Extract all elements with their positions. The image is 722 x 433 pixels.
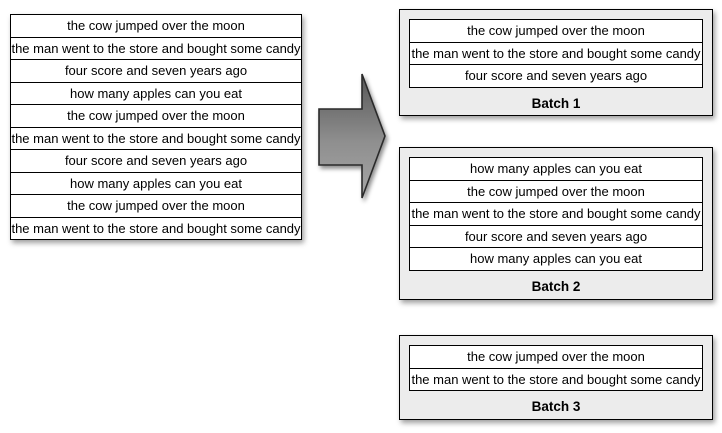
batch-box-2: how many apples can you eat the cow jumpe…: [399, 147, 713, 300]
sentence-row: the man went to the store and bought som…: [11, 216, 301, 240]
sentence-row: the man went to the store and bought som…: [410, 367, 702, 391]
sentence-row: how many apples can you eat: [11, 171, 301, 195]
batch-box-1: the cow jumped over the moon the man went…: [399, 9, 713, 116]
batch-2-label: Batch 2: [531, 278, 581, 294]
batch-3-label: Batch 3: [531, 399, 581, 414]
sentence-row: four score and seven years ago: [11, 59, 301, 82]
sentence-row: the cow jumped over the moon: [67, 18, 245, 33]
sentence-row: how many apples can you eat: [410, 247, 702, 270]
sentence-row: the cow jumped over the moon: [467, 23, 645, 38]
sentence-row: four score and seven years ago: [11, 149, 301, 172]
sentence-row: the man went to the store and bought som…: [410, 41, 702, 65]
sentence-row: four score and seven years ago: [410, 224, 702, 248]
sentence-row: the man went to the store and bought som…: [11, 126, 301, 150]
sentence-row: how many apples can you eat: [11, 81, 301, 105]
sentence-row: the cow jumped over the moon: [11, 194, 301, 217]
sentence-row: four score and seven years ago: [410, 64, 702, 87]
batch-2-sentence-table: how many apples can you eat the cow jumpe…: [409, 157, 703, 271]
sentence-row: the cow jumped over the moon: [467, 349, 645, 364]
batch-1-sentence-table: the cow jumped over the moon the man went…: [409, 19, 703, 88]
batch-3-sentence-table: the cow jumped over the moon the man went…: [409, 345, 703, 391]
sentence-row: how many apples can you eat: [470, 161, 642, 176]
sentence-row: the man went to the store and bought som…: [410, 202, 702, 225]
sentence-row: the cow jumped over the moon: [410, 179, 702, 203]
sentence-row: the man went to the store and bought som…: [11, 36, 301, 60]
right-arrow-icon: [318, 73, 386, 199]
sentence-row: the cow jumped over the moon: [11, 104, 301, 127]
batch-box-3: the cow jumped over the moon the man went…: [399, 335, 713, 420]
batch-1-label: Batch 1: [531, 95, 581, 111]
